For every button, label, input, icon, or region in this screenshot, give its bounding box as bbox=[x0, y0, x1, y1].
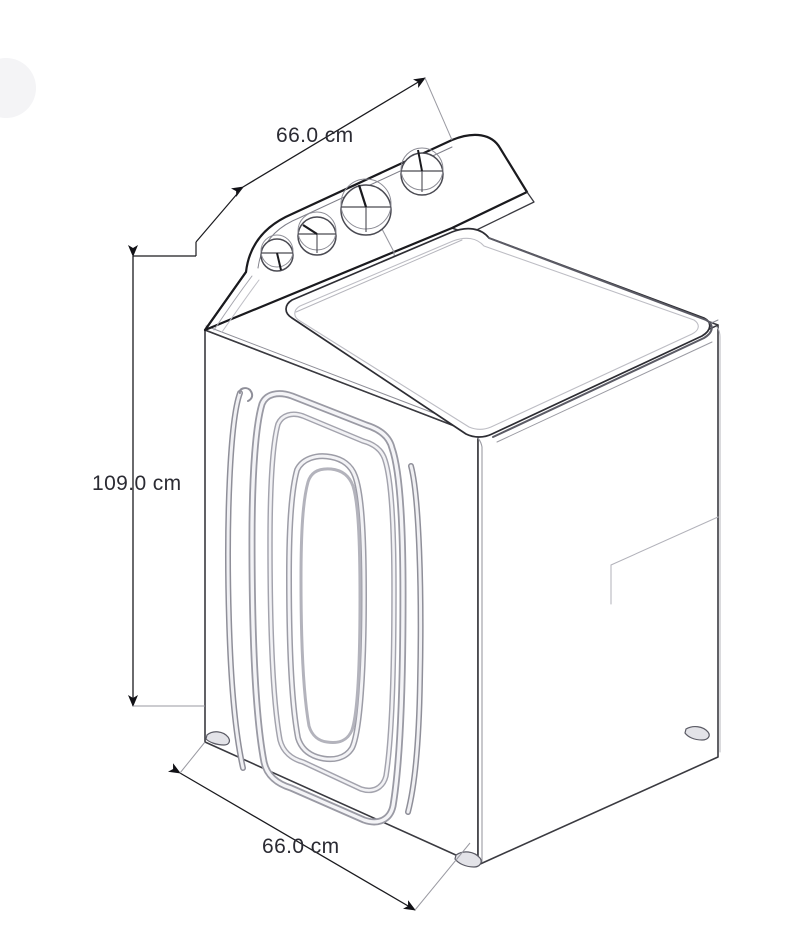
leveling-foot-front bbox=[454, 851, 482, 868]
console-left-wrap bbox=[204, 271, 247, 331]
dimension-depth-line bbox=[167, 763, 416, 911]
knob-1[interactable] bbox=[260, 234, 294, 272]
door-ring-3-hl bbox=[287, 454, 366, 761]
dimension-width-label: 66.0 cm bbox=[276, 124, 354, 147]
dimension-height-label: 109.0 cm bbox=[92, 472, 182, 495]
lid-hinge-seam bbox=[295, 239, 463, 313]
lid-shadow-line bbox=[496, 341, 713, 443]
dimension-depth-ext-left bbox=[179, 741, 206, 774]
door-ring-4-inner-window bbox=[299, 467, 362, 744]
watermark-circle bbox=[0, 58, 36, 118]
lid-thickness-edge bbox=[488, 237, 713, 438]
console-left-inner-2 bbox=[221, 279, 260, 333]
top-lid-panel bbox=[285, 227, 711, 438]
leveling-foot-right bbox=[684, 726, 710, 741]
knob-2[interactable] bbox=[297, 211, 337, 256]
leveling-feet bbox=[205, 726, 710, 868]
dimension-width-ext-right bbox=[424, 77, 453, 141]
lid-inner-border bbox=[294, 237, 699, 430]
right-panel-seam-top bbox=[610, 516, 719, 566]
dimension-depth-label: 66.0 cm bbox=[262, 835, 340, 858]
dimension-width-line bbox=[230, 77, 426, 197]
door-ring-outer-left-hl bbox=[226, 391, 245, 770]
console-left-inner bbox=[213, 275, 253, 331]
dimension-width-ext-left bbox=[195, 186, 244, 243]
dimension-depth: 66.0 cm bbox=[167, 741, 471, 911]
dimension-depth-ext-right bbox=[414, 842, 471, 911]
dimension-height: 109.0 cm bbox=[92, 245, 205, 707]
dimension-width: 66.0 cm bbox=[133, 77, 453, 257]
leveling-foot-left bbox=[205, 731, 230, 746]
console-right-return bbox=[459, 191, 535, 239]
door-ring-outer-left-cap bbox=[238, 387, 254, 402]
